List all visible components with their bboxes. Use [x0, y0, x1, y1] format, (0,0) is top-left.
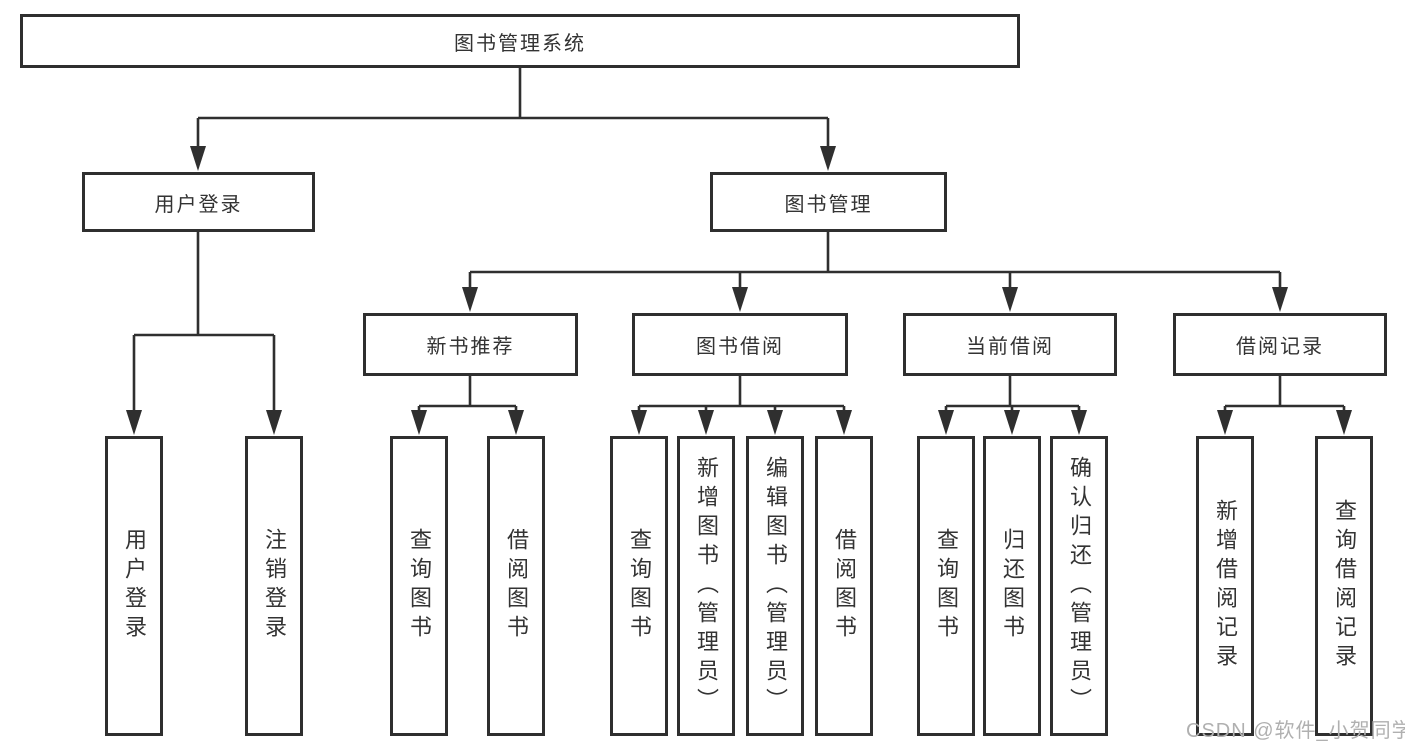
leaf-edit-books-admin: 编辑图书（管理员） [746, 436, 804, 736]
node-borrow-record-label: 借阅记录 [1236, 336, 1324, 358]
node-borrow-record: 借阅记录 [1173, 313, 1387, 376]
leaf-newbook-query-books: 查询图书 [390, 436, 448, 736]
leaf-current-query-books: 查询图书 [917, 436, 975, 736]
node-book-management-label: 图书管理 [784, 193, 873, 216]
node-book-borrow: 图书借阅 [632, 313, 848, 376]
node-current-borrow: 当前借阅 [903, 313, 1117, 376]
leaf-confirm-return-admin: 确认归还（管理员） [1050, 436, 1108, 736]
leaf-borrow-query-books: 查询图书 [610, 436, 668, 736]
leaf-logout: 注销登录 [245, 436, 303, 736]
leaf-query-borrow-record: 查询借阅记录 [1315, 436, 1373, 736]
node-new-book-recommend-label: 新书推荐 [426, 336, 515, 358]
leaf-user-login: 用户登录 [105, 436, 163, 736]
node-library-system: 图书管理系统 [20, 14, 1020, 68]
leaf-newbook-borrow-books: 借阅图书 [487, 436, 545, 736]
leaf-return-books: 归还图书 [983, 436, 1041, 736]
leaf-add-books-admin: 新增图书（管理员） [677, 436, 735, 736]
node-new-book-recommend: 新书推荐 [363, 313, 578, 376]
arrowheads [126, 146, 1352, 435]
csdn-watermark: CSDN @软件_小贺同学 [1186, 720, 1405, 742]
leaf-borrow-books: 借阅图书 [815, 436, 873, 736]
node-user-login-label: 用户登录 [154, 193, 243, 216]
node-library-system-label: 图书管理系统 [454, 32, 586, 55]
node-user-login: 用户登录 [82, 172, 315, 232]
node-book-management: 图书管理 [710, 172, 947, 232]
node-book-borrow-label: 图书借阅 [696, 336, 784, 358]
leaf-add-borrow-record: 新增借阅记录 [1196, 436, 1254, 736]
node-current-borrow-label: 当前借阅 [966, 336, 1054, 358]
